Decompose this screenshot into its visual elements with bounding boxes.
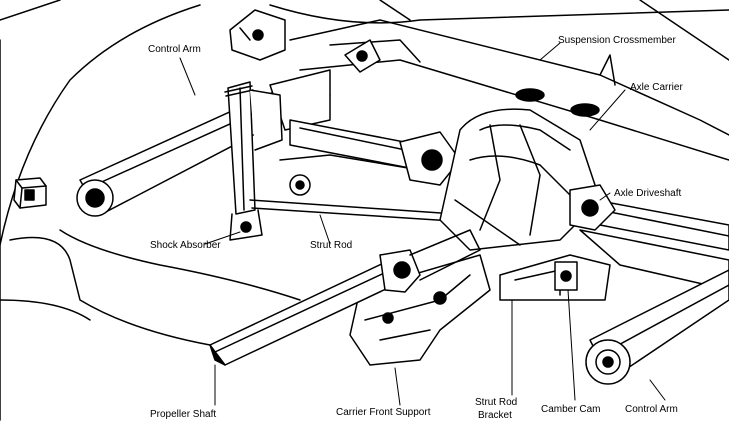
axle-carrier <box>439 108 601 251</box>
label-camber-cam: Camber Cam <box>541 404 600 415</box>
propeller-shaft <box>209 229 481 366</box>
leader-lines <box>179 42 666 406</box>
axle-driveshaft <box>569 184 729 251</box>
label-carrier-front-support: Carrier Front Support <box>336 407 431 418</box>
control-arm-lower <box>579 229 729 385</box>
label-strut-rod-bracket-1: Strut Rod <box>475 397 517 408</box>
label-suspension-crossmember: Suspension Crossmember <box>558 35 676 46</box>
label-strut-rod-bracket-2: Bracket <box>478 410 512 421</box>
label-propeller-shaft: Propeller Shaft <box>150 409 216 420</box>
strut-rod <box>249 154 471 223</box>
left-mount-block <box>13 177 47 209</box>
label-axle-driveshaft: Axle Driveshaft <box>614 188 681 199</box>
top-mount-bracket <box>229 9 286 61</box>
diagram-labels: Control Arm Suspension Crossmember Axle … <box>148 35 683 421</box>
shock-absorber <box>224 81 283 241</box>
label-control-arm-top: Control Arm <box>148 44 201 55</box>
strut-rod-bracket <box>499 254 611 301</box>
axle-shaft-left <box>289 119 461 186</box>
label-control-arm-bottom: Control Arm <box>625 404 678 415</box>
label-strut-rod: Strut Rod <box>310 240 352 251</box>
label-axle-carrier: Axle Carrier <box>630 82 683 93</box>
suspension-crossmember <box>289 19 729 161</box>
carrier-front-support <box>349 254 491 366</box>
label-shock-absorber: Shock Absorber <box>150 240 221 251</box>
